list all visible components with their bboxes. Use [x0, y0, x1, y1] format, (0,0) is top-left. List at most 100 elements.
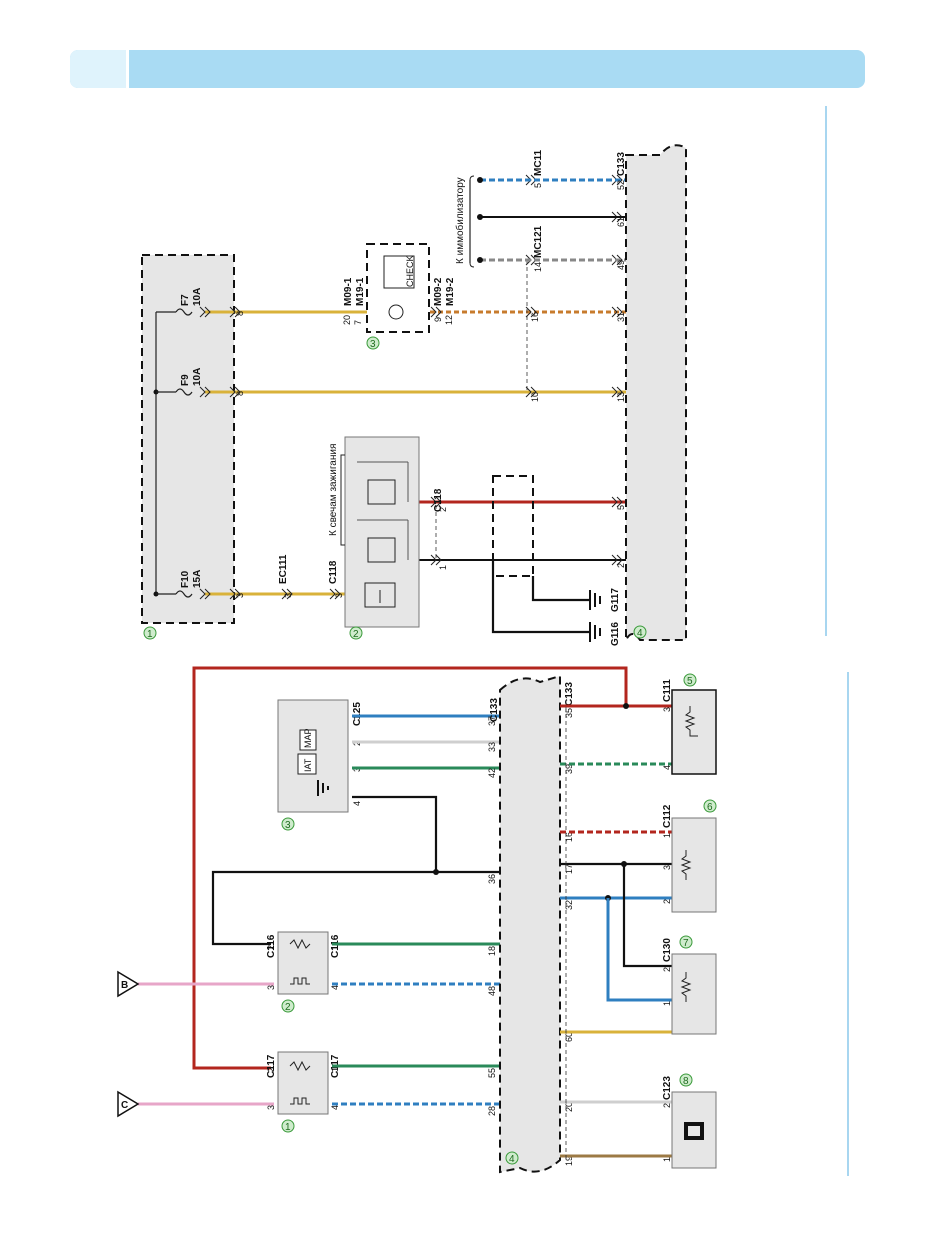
immo-mc11: MC11	[533, 149, 544, 176]
c125-label: C125	[352, 702, 363, 726]
upper-diagram: F7 10A F9 10A F10 15A 1 8 8 3 3 EC111 3 …	[141, 144, 687, 646]
c125-pin-4: 4	[352, 801, 362, 806]
ecm-r-39: 39	[564, 764, 574, 774]
ecm-pin-2: 2	[616, 563, 626, 568]
ecm-pin-52: 52	[616, 180, 626, 190]
c130-label: C130	[662, 938, 673, 962]
pin-f7: 8	[235, 311, 245, 316]
map-iat-label: IAT	[303, 758, 313, 772]
wire-red-long	[192, 666, 628, 1070]
c117-callout: 1	[285, 1122, 291, 1133]
sensor-c130	[671, 953, 717, 1035]
check-lamp-conn-top-1: M09-1	[343, 277, 354, 306]
c112-callout: 6	[707, 802, 713, 813]
ground-icon	[589, 590, 601, 642]
check-lamp-pin-20: 20	[342, 315, 352, 325]
check-lamp-conn-bot-2: M19-2	[445, 277, 456, 306]
fuse-f7-rating: 10A	[192, 288, 203, 306]
label-c118-left: C118	[328, 560, 339, 584]
map-map-label: MAP	[303, 728, 313, 748]
ecm-r-16: 16	[564, 832, 574, 842]
c117-pin-3: 3	[266, 1105, 276, 1110]
c123-pin-2: 2	[662, 1103, 672, 1108]
ecm-lower-callout: 4	[509, 1154, 515, 1165]
wire-c130-1	[606, 898, 672, 1002]
ecm-l-28: 28	[487, 1106, 497, 1116]
ecm-pin-49: 49	[616, 260, 626, 270]
c112-pin-3: 3	[662, 865, 672, 870]
check-lamp-text: CHECK	[405, 255, 415, 287]
ecm-lower-block	[499, 674, 561, 1174]
c123-pin-1: 1	[662, 1157, 672, 1162]
wire-black-c116	[211, 870, 500, 946]
check-lamp-conn-top-2: M19-1	[355, 277, 366, 306]
fuse-f9-rating: 10A	[192, 368, 203, 386]
c116-pin-4: 4	[330, 985, 340, 990]
c117-block	[277, 1051, 329, 1115]
ecm-r-20: 20	[564, 1102, 574, 1112]
ecm-upper-conn: C133	[616, 152, 627, 176]
c111-pin-4: 4	[662, 765, 672, 770]
wire-black-c125	[352, 795, 438, 872]
fuse-f10-rating: 15A	[192, 570, 203, 588]
sensor-c112	[671, 817, 717, 913]
c111-pin-3: 3	[662, 707, 672, 712]
pin-ec111: 3	[283, 593, 293, 598]
c116-pin-1: 1	[330, 945, 340, 950]
c116-callout: 2	[285, 1002, 291, 1013]
immo-pin-14: 14	[533, 262, 543, 272]
c123-label: C123	[662, 1076, 673, 1100]
fuse-f9-symbol	[175, 388, 193, 396]
fuse-box	[141, 254, 235, 624]
ecm-r-19: 19	[564, 1156, 574, 1166]
immo-mc121: MC121	[533, 225, 544, 258]
coil-callout: 2	[353, 629, 359, 640]
header-tab	[70, 50, 129, 88]
input-b-triangle	[117, 970, 140, 998]
c116-pin-3: 3	[266, 985, 276, 990]
c117-pin-1: 1	[330, 1067, 340, 1072]
c112-pin-2: 2	[662, 899, 672, 904]
c123-callout: 8	[683, 1076, 689, 1087]
input-c-triangle	[117, 1090, 140, 1118]
ecm-pin-31: 31	[616, 312, 626, 322]
ground-g117-wire	[531, 576, 590, 602]
ground-g116: G116	[610, 622, 621, 646]
c111-label: C111	[662, 679, 673, 702]
fuse-f9-name: F9	[180, 374, 191, 386]
input-b: B	[121, 980, 128, 991]
ecm-r-32: 32	[564, 900, 574, 910]
ecm-l-48: 48	[487, 986, 497, 996]
ecm-r-17: 17	[564, 864, 574, 874]
check-lamp-pin-7: 7	[353, 320, 363, 325]
ground-g116-wire	[491, 560, 590, 634]
ecm-r-35: 35	[564, 708, 574, 718]
ecm-r-60: 60	[564, 1032, 574, 1042]
ecm-pin-13: 13	[616, 392, 626, 402]
ignition-coil-module	[344, 436, 420, 628]
ecm-l-55: 55	[487, 1068, 497, 1078]
c130-pin-1: 1	[662, 1001, 672, 1006]
pin-ecm-10: 10	[530, 392, 540, 402]
pin-f9: 8	[235, 391, 245, 396]
header-bar	[70, 50, 865, 88]
ecm-lower-conn-right: C133	[564, 682, 575, 706]
lower-diagram: IAT MAP C125 1 2 3 4 3 C116 C116 2 3 1 4…	[117, 666, 717, 1174]
fuse-f7-name: F7	[180, 294, 191, 306]
c117-pin-2: 2	[266, 1067, 276, 1072]
check-lamp-pin-9: 9	[433, 317, 443, 322]
ground-g117: G117	[610, 588, 621, 612]
fuse-box-callout: 1	[147, 629, 153, 640]
ecm-l-33: 33	[487, 742, 497, 752]
ecm-upper-block	[625, 144, 687, 641]
c130-callout: 7	[683, 938, 689, 949]
ecm-pin-61: 61	[616, 217, 626, 227]
ecm-pin-5: 5	[616, 505, 626, 510]
fuse-f10-symbol	[175, 590, 193, 598]
ecm-upper-callout: 4	[637, 628, 643, 639]
coil-pin-1: 1	[438, 565, 448, 570]
c116-bot: C116	[330, 934, 341, 958]
c117-pin-4: 4	[330, 1105, 340, 1110]
fuse-f10-name: F10	[180, 570, 191, 588]
